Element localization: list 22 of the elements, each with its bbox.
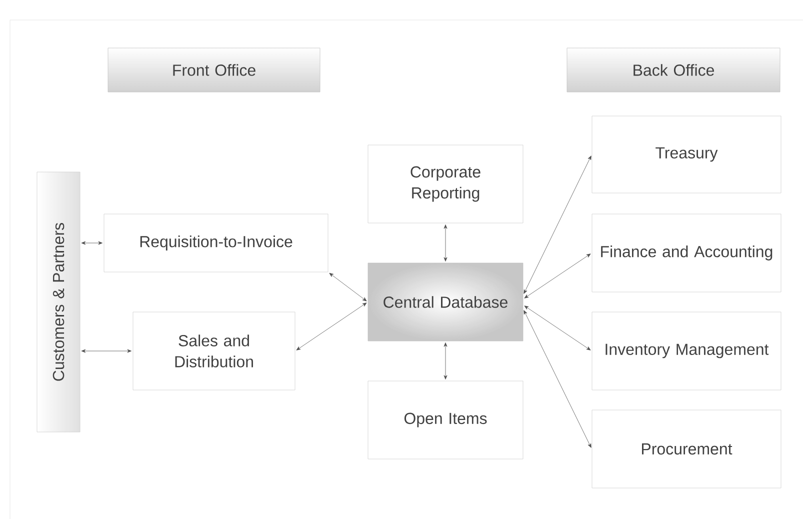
arrow	[444, 224, 448, 262]
arrow	[296, 302, 367, 350]
process-box: Open Items	[368, 380, 524, 460]
side-bar: Customers & Partners	[36, 172, 80, 432]
arrow	[81, 241, 102, 245]
arrow	[81, 349, 132, 353]
arrow	[524, 306, 591, 350]
arrow	[524, 156, 592, 294]
arrow	[329, 272, 367, 302]
arrow	[444, 342, 448, 380]
header-box: Back Office	[566, 48, 780, 92]
arrow	[524, 254, 591, 298]
process-box: Inventory Management	[592, 312, 782, 390]
process-box: Procurement	[592, 410, 782, 488]
process-box: Sales and Distribution	[132, 312, 296, 390]
process-box: Treasury	[592, 116, 782, 194]
process-box: Finance and Accounting	[592, 214, 782, 292]
database-box: Central Database	[368, 262, 524, 342]
process-box: Requisition-to-Invoice	[104, 214, 328, 272]
arrow	[524, 310, 592, 448]
process-box: Corporate Reporting	[368, 144, 524, 224]
header-box: Front Office	[108, 48, 320, 92]
